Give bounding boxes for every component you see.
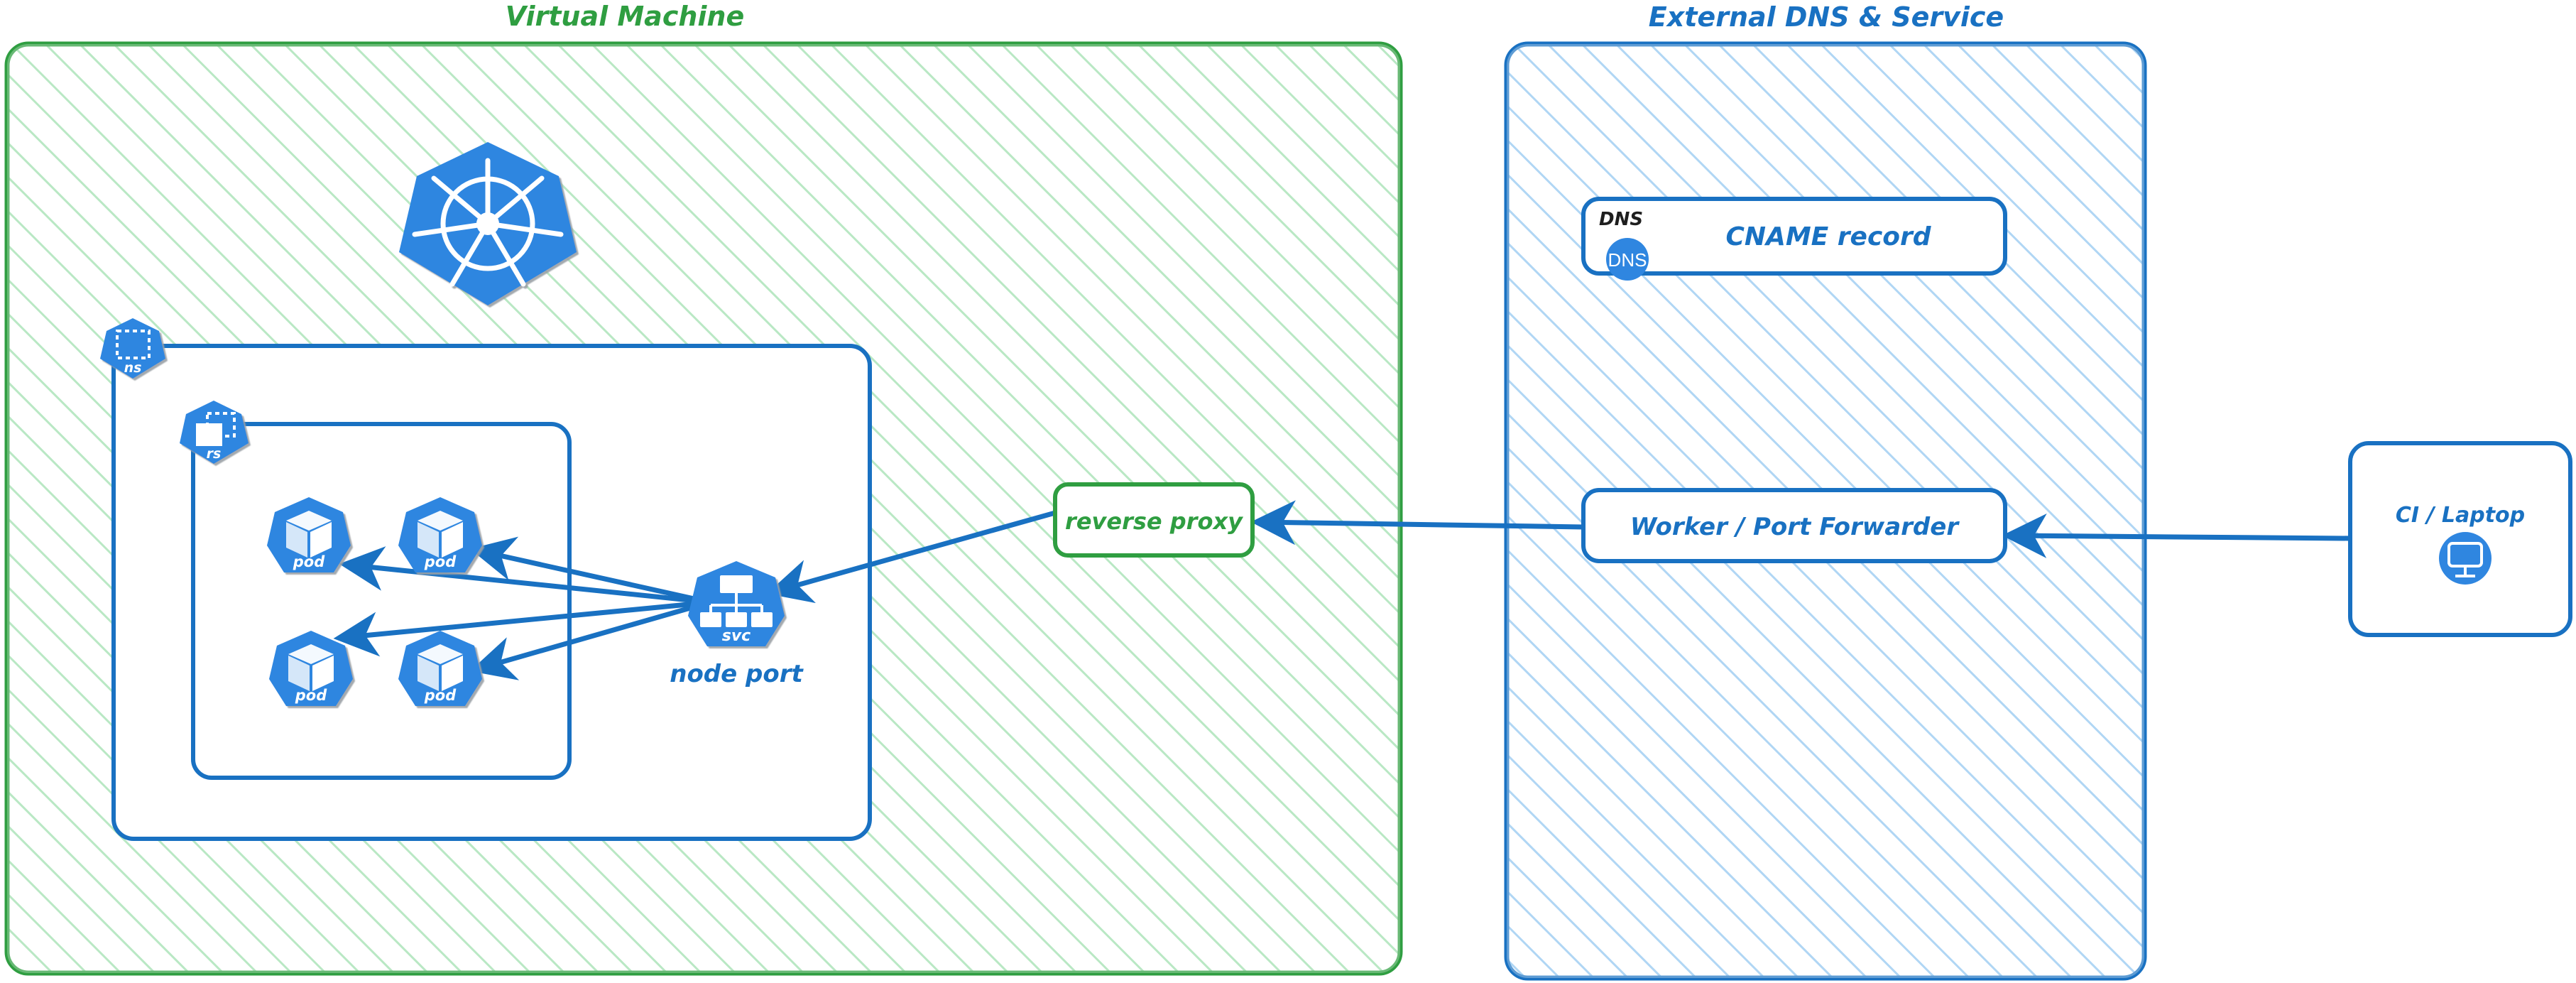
pod-2-label: pod <box>424 553 457 570</box>
dns-corner-label: DNS <box>1599 209 1643 230</box>
pod-1[interactable]: pod <box>267 497 351 572</box>
rs-badge-label: rs <box>207 446 222 462</box>
replicaset-solid-square-icon <box>196 423 222 446</box>
svc-badge-label: svc <box>722 627 751 645</box>
pod-3[interactable]: pod <box>269 631 353 706</box>
kubernetes-logo-icon[interactable] <box>399 142 577 305</box>
ci-laptop-card[interactable]: CI / Laptop <box>2348 441 2572 637</box>
service-nodeport[interactable]: svc node port <box>670 561 804 688</box>
pod-2-heptagon <box>398 497 482 572</box>
arrow-svc-to-pod-1 <box>339 546 711 605</box>
arrow-svc-to-pod-2 <box>469 536 711 605</box>
ns-badge-label: ns <box>124 360 142 376</box>
reverse-proxy-box[interactable]: reverse proxy <box>1053 482 1255 558</box>
worker-port-forwarder-card[interactable]: Worker / Port Forwarder <box>1581 488 2007 563</box>
pod-4-cube-icon <box>417 644 463 691</box>
arrow-ci-laptop-to-worker <box>2002 513 2351 558</box>
pod-4[interactable]: pod <box>398 631 482 706</box>
pod-3-label: pod <box>295 687 327 704</box>
namespace-dashed-square-icon <box>116 330 151 359</box>
dns-circle-icon: DNS <box>1606 238 1649 281</box>
virtual-machine-title: Virtual Machine <box>506 1 745 32</box>
dns-icon-text: DNS <box>1608 249 1647 271</box>
ns-badge[interactable]: ns <box>100 318 165 379</box>
desktop-monitor-icon <box>2439 532 2492 585</box>
connection-group-service-to-pods <box>333 536 711 680</box>
reverse-proxy-frame <box>1053 482 1255 558</box>
replicaset-box[interactable] <box>191 422 572 780</box>
pod-2-cube-icon <box>417 511 463 558</box>
arrow-reverse-proxy-to-service <box>766 510 1056 604</box>
cname-record-label: CNAME record <box>1725 222 1931 251</box>
external-dns-title: External DNS & Service <box>1649 1 2004 33</box>
kubernetes-helm-wheel <box>412 158 564 287</box>
arrow-svc-to-pod-3 <box>333 599 711 657</box>
dns-card-frame <box>1581 197 2007 276</box>
arrow-svc-to-pod-4 <box>469 599 711 680</box>
reverse-proxy-label: reverse proxy <box>1065 508 1243 535</box>
pod-1-heptagon <box>267 497 351 572</box>
service-hierarchy-icon <box>700 575 773 627</box>
arrow-worker-to-reverse-proxy <box>1250 500 1584 545</box>
worker-port-forwarder-label: Worker / Port Forwarder <box>1630 513 1960 541</box>
replicaset-box-frame <box>191 422 572 780</box>
worker-card-frame <box>1581 488 2007 563</box>
ci-laptop-label: CI / Laptop <box>2396 503 2525 528</box>
dns-card[interactable]: DNS DNS CNAME record <box>1581 197 2007 281</box>
pod-3-cube-icon <box>288 644 334 691</box>
pod-4-label: pod <box>424 687 457 704</box>
pod-1-cube-icon <box>286 511 332 558</box>
pod-2[interactable]: pod <box>398 497 482 572</box>
pod-3-heptagon <box>269 631 353 706</box>
rs-badge[interactable]: rs <box>180 401 249 464</box>
pod-4-heptagon <box>398 631 482 706</box>
node-port-caption: node port <box>670 660 804 688</box>
pod-1-label: pod <box>293 553 325 570</box>
